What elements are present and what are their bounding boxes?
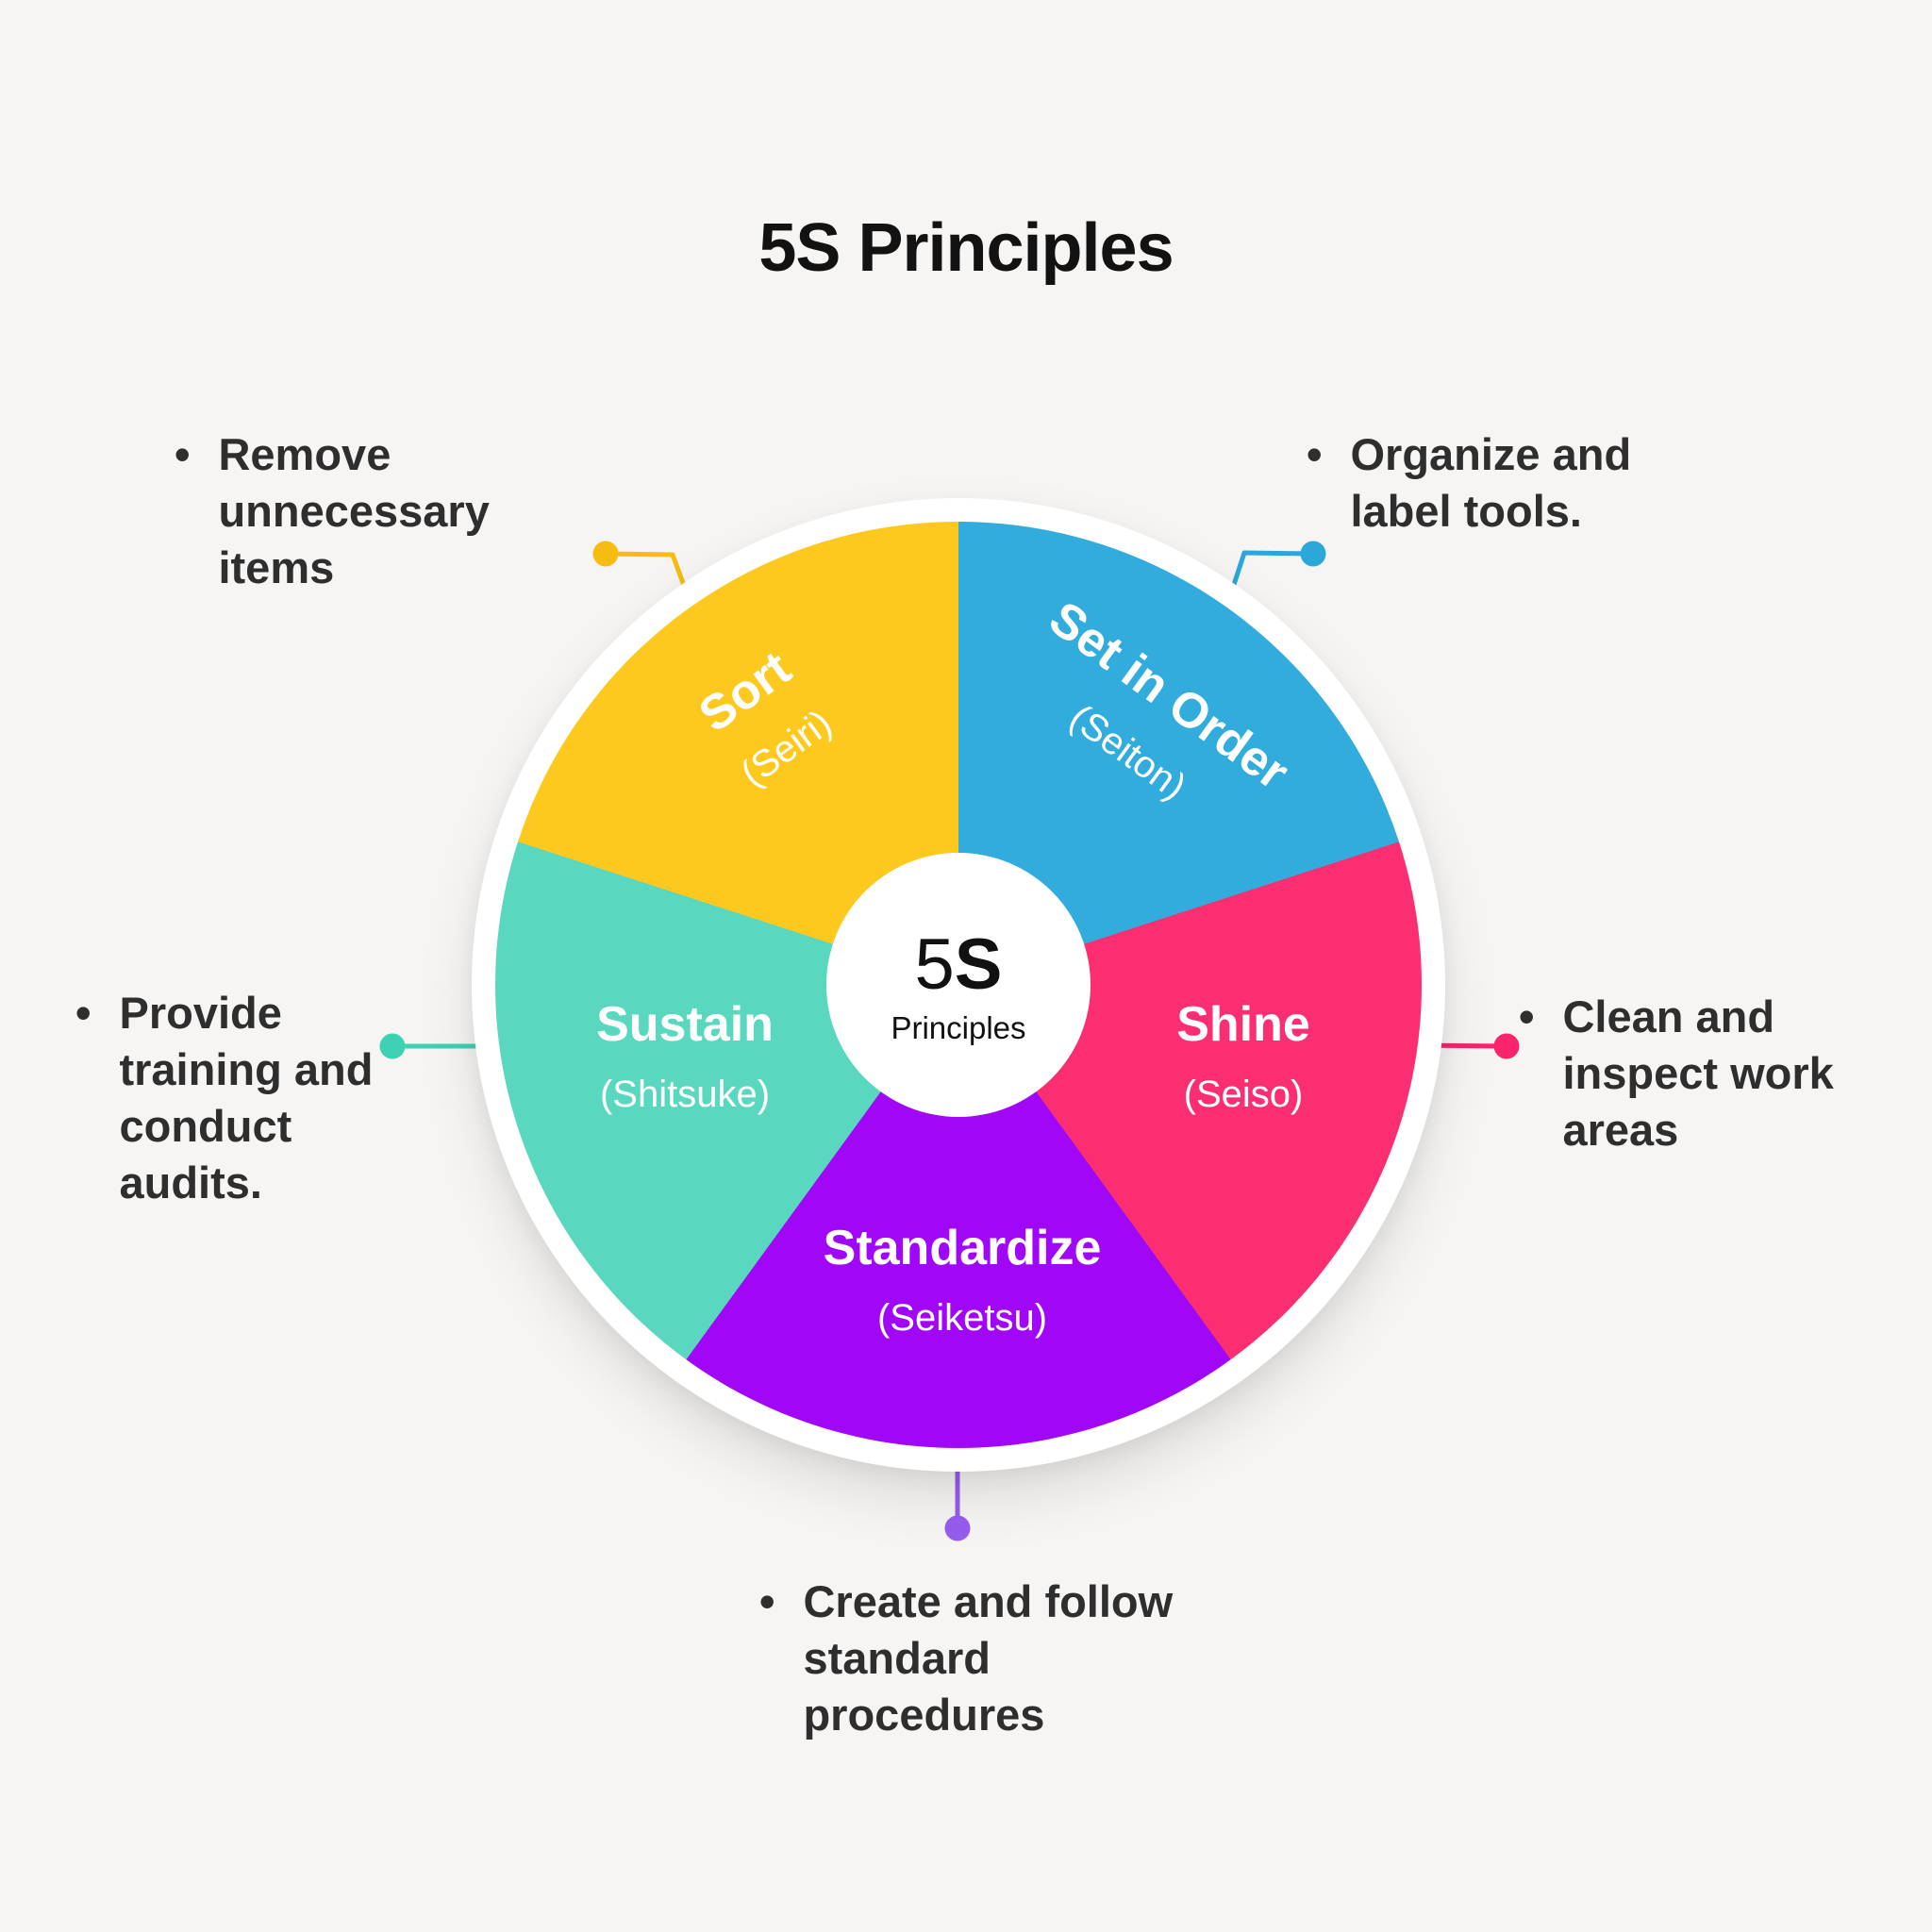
callout-line: standard [803, 1633, 991, 1683]
center-5s-text: 5S [915, 929, 1003, 1001]
callout-line: items [218, 542, 335, 592]
callout-standardize: • Create and follow standard procedures [759, 1574, 1173, 1743]
center-s: S [954, 924, 1003, 1005]
callout-line: label tools. [1350, 486, 1582, 536]
callout-text: Create and follow standard procedures [803, 1574, 1173, 1743]
callout-text: Remove unnecessary items [218, 426, 489, 596]
standardize-connector-dot [944, 1515, 971, 1541]
callout-line: Provide [119, 988, 282, 1038]
center-5: 5 [914, 924, 955, 1005]
bullet-icon: • [759, 1576, 775, 1626]
callout-sort: • Remove unnecessary items [175, 426, 490, 596]
callout-line: procedures [803, 1690, 1045, 1740]
callout-text: Provide training and conduct audits. [119, 985, 373, 1211]
segment-romaji: (Shitsuke) [599, 1074, 771, 1115]
callout-set-in-order: • Organize and label tools. [1307, 426, 1631, 540]
callout-line: inspect work [1562, 1048, 1834, 1098]
segment-name: Standardize [823, 1221, 1102, 1275]
callout-line: Organize and [1350, 429, 1632, 479]
bullet-icon: • [175, 429, 191, 479]
5s-wheel: Sort (Seiri) Set in Order (Seiton) Shine… [472, 498, 1445, 1472]
segment-label-sustain: Sustain (Shitsuke) [596, 1000, 774, 1113]
segment-label-shine: Shine (Seiso) [1176, 1000, 1310, 1113]
segment-name: Sustain [596, 997, 774, 1052]
center-circle: 5S Principles [826, 853, 1091, 1117]
callout-sustain: • Provide training and conduct audits. [75, 985, 373, 1211]
callout-line: Create and follow [803, 1576, 1174, 1626]
callout-line: conduct [119, 1101, 292, 1151]
callout-line: Clean and [1562, 991, 1775, 1041]
callout-line: areas [1562, 1105, 1679, 1155]
segment-name: Shine [1176, 997, 1310, 1052]
callout-text: Clean and inspect work areas [1562, 989, 1833, 1158]
segment-label-standardize: Standardize (Seiketsu) [824, 1224, 1102, 1337]
callout-shine: • Clean and inspect work areas [1519, 989, 1834, 1158]
sustain-connector-dot [379, 1033, 406, 1059]
page-title: 5S Principles [758, 210, 1174, 286]
callout-line: unnecessary [218, 486, 490, 536]
callout-line: training and [119, 1044, 374, 1094]
segment-romaji: (Seiso) [1183, 1074, 1304, 1115]
callout-text: Organize and label tools. [1350, 426, 1631, 540]
shine-connector-dot [1493, 1033, 1520, 1059]
bullet-icon: • [1519, 991, 1535, 1041]
bullet-icon: • [75, 988, 92, 1038]
bullet-icon: • [1307, 429, 1323, 479]
center-principles-text: Principles [891, 1010, 1026, 1045]
segment-romaji: (Seiketsu) [876, 1297, 1048, 1339]
callout-line: audits. [119, 1158, 262, 1208]
callout-line: Remove [218, 429, 391, 479]
